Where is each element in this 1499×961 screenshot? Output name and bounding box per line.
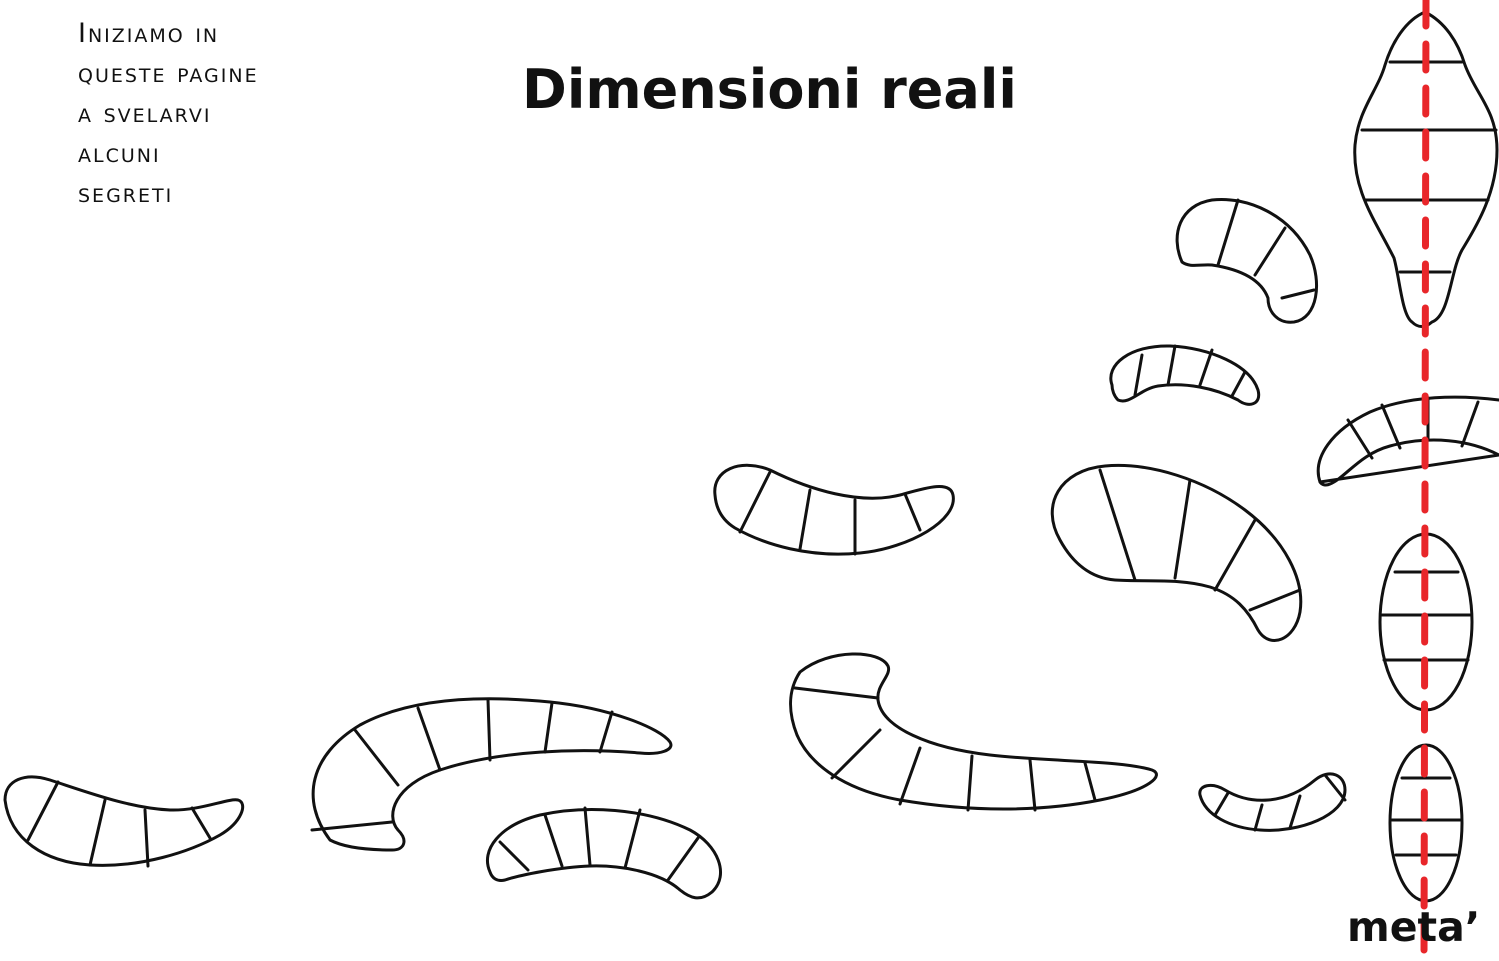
worm-shape	[1200, 774, 1345, 830]
worm-shape	[312, 699, 671, 850]
worm-shape	[5, 777, 243, 866]
fold-line	[1424, 0, 1426, 961]
worm-shape	[791, 654, 1157, 810]
worm-shape	[1111, 346, 1259, 404]
fold-label: meta’	[1347, 902, 1480, 952]
worm-shape	[715, 465, 954, 554]
worm-shape	[487, 808, 720, 898]
worm-shape	[1052, 465, 1301, 640]
worm-shape	[1177, 199, 1316, 322]
worm-shape	[1318, 397, 1499, 485]
